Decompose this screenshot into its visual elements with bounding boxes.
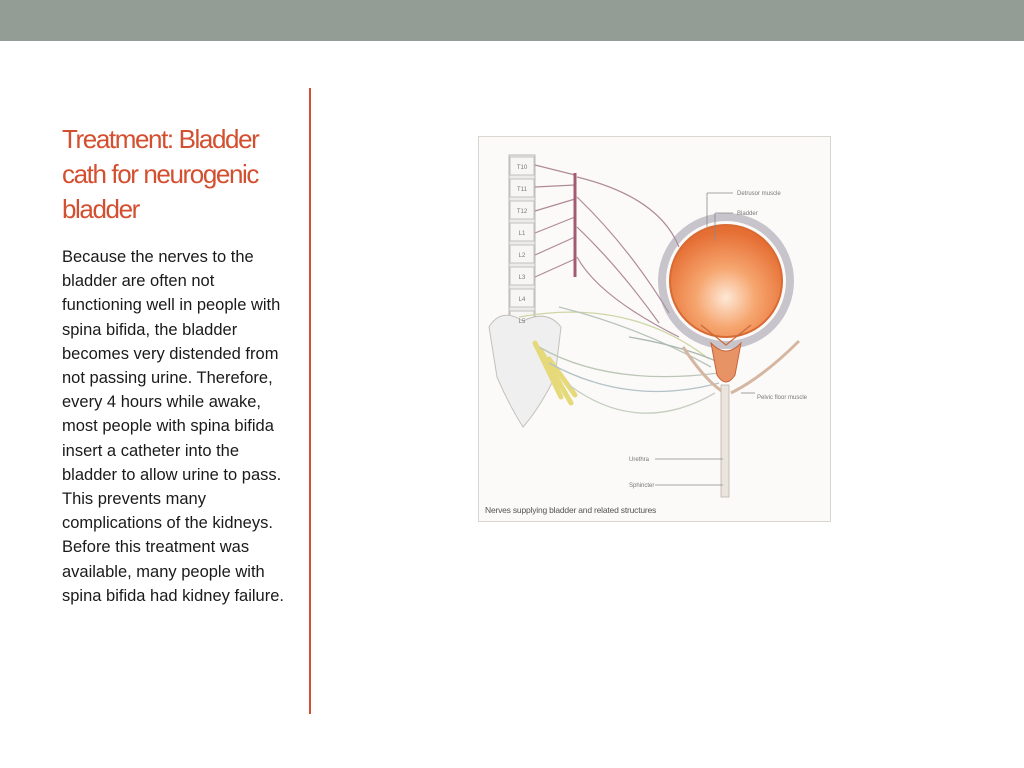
vertebra-box <box>509 156 535 176</box>
vertebra-box <box>509 288 535 308</box>
vertebra-label: L5 <box>519 319 526 325</box>
vertebra-box <box>509 222 535 242</box>
label-urethra: Urethra <box>629 457 650 463</box>
spinal-nerves <box>534 164 680 338</box>
diagram-labels: Detrusor muscle Bladder Pelvic floor mus… <box>629 191 808 489</box>
vertebra-label: L4 <box>519 297 526 303</box>
bladder-illustration <box>658 213 801 498</box>
vertebra-box <box>509 266 535 286</box>
label-pelvic-floor: Pelvic floor muscle <box>757 395 808 401</box>
vertical-divider <box>309 88 311 714</box>
vertebra-box <box>509 178 535 198</box>
spine-column <box>488 154 562 428</box>
vertebra-label: L1 <box>519 231 526 237</box>
vertebra-box <box>509 200 535 220</box>
slide-title: Treatment: Bladder cath for neurogenic b… <box>62 124 260 224</box>
vertebra-label: T12 <box>517 209 528 215</box>
vertebra-label: L2 <box>519 253 526 259</box>
slide-body-text: Because the nerves to the bladder are of… <box>62 248 284 605</box>
label-detrusor: Detrusor muscle <box>737 191 781 197</box>
vertebra-label: T10 <box>517 165 528 171</box>
figure-caption: Nerves supplying bladder and related str… <box>485 505 657 515</box>
top-banner <box>0 0 1024 41</box>
vertebra-box <box>509 244 535 264</box>
diagram-drawing: Detrusor muscle Bladder Pelvic floor mus… <box>488 154 808 498</box>
bladder-nerve-diagram: Detrusor muscle Bladder Pelvic floor mus… <box>478 136 831 522</box>
vertebra-label: T11 <box>517 187 528 193</box>
label-bladder: Bladder <box>737 211 758 217</box>
vertebra-label: L3 <box>519 275 526 281</box>
label-sphincter: Sphincter <box>629 483 654 489</box>
label-leaders <box>655 192 755 486</box>
pelvic-nerves <box>518 306 730 414</box>
